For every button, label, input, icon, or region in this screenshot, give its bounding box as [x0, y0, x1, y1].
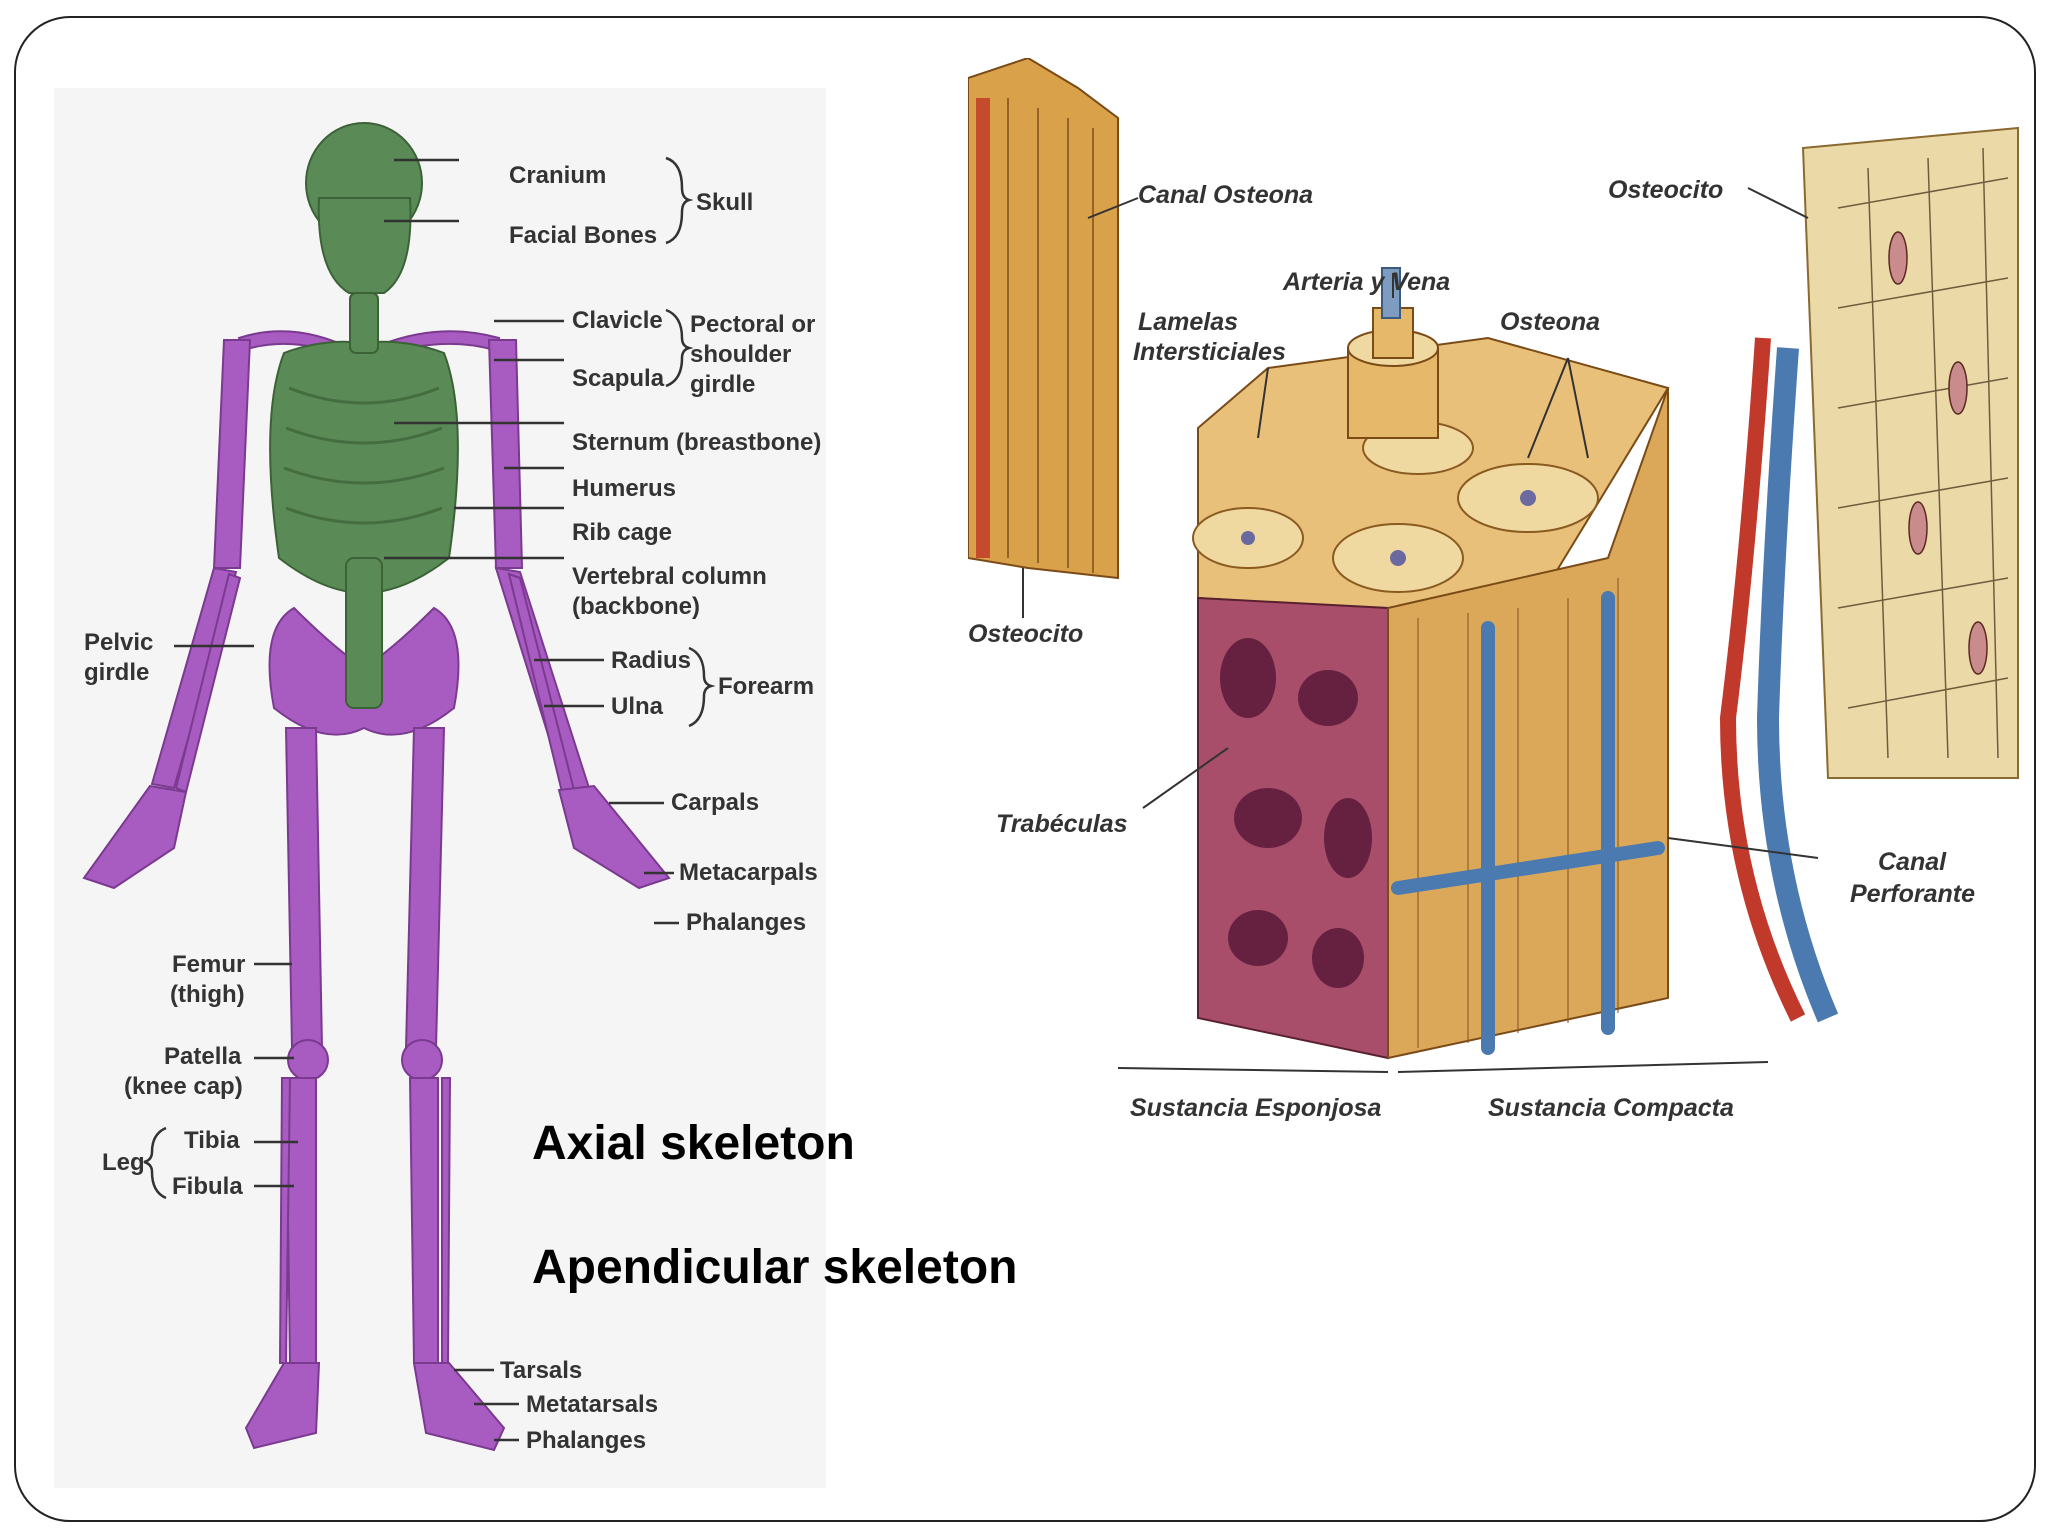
label-pectoral-1: Pectoral or [690, 311, 815, 338]
label-metatarsals: Metatarsals [526, 1391, 658, 1418]
label-sustancia-esponjosa: Sustancia Esponjosa [1130, 1094, 1382, 1122]
caption-axial-skeleton: Axial skeleton [532, 1117, 855, 1170]
label-phalanges-hand: Phalanges [686, 909, 806, 936]
label-canal-perforante-1: Canal [1878, 848, 1947, 876]
label-clavicle: Clavicle [572, 307, 663, 334]
label-facial-bones: Facial Bones [509, 222, 657, 249]
label-osteocito-left: Osteocito [968, 620, 1083, 648]
label-patella-2: (knee cap) [124, 1073, 243, 1100]
label-humerus: Humerus [572, 475, 676, 502]
label-femur-2: (thigh) [170, 981, 245, 1008]
label-vertebral-2: (backbone) [572, 593, 700, 620]
label-pelvic-1: Pelvic [84, 629, 153, 656]
label-canal-perforante-2: Perforante [1850, 880, 1975, 908]
label-osteocito-top: Osteocito [1608, 176, 1723, 204]
label-rib-cage: Rib cage [572, 519, 672, 546]
label-scapula: Scapula [572, 365, 665, 392]
label-lamelas-1: Lamelas [1138, 308, 1238, 336]
label-tibia: Tibia [184, 1127, 240, 1154]
label-arteria-vena: Arteria y Vena [1282, 268, 1450, 296]
axial-bones [269, 122, 459, 709]
label-metacarpals: Metacarpals [679, 859, 818, 886]
label-ulna: Ulna [611, 693, 664, 720]
label-fibula: Fibula [172, 1173, 243, 1200]
label-pectoral-3: girdle [690, 371, 755, 398]
label-osteona: Osteona [1500, 308, 1600, 336]
label-cranium: Cranium [509, 162, 606, 189]
label-femur-1: Femur [172, 951, 245, 978]
label-radius: Radius [611, 647, 691, 674]
bone-structure-diagram: Canal Osteona Osteocito Arteria y Vena L… [967, 56, 2023, 1148]
label-forearm: Forearm [718, 673, 814, 700]
skeleton-diagram: Cranium Facial Bones Skull Clavicle Scap… [54, 88, 826, 1488]
caption-apendicular-skeleton: Apendicular skeleton [532, 1241, 1018, 1294]
label-leg: Leg [102, 1149, 145, 1176]
label-canal-osteona: Canal Osteona [1138, 181, 1313, 209]
slide: Cranium Facial Bones Skull Clavicle Scap… [14, 16, 2036, 1522]
label-pelvic-2: girdle [84, 659, 149, 686]
label-patella-1: Patella [164, 1043, 242, 1070]
label-pectoral-2: shoulder [690, 341, 791, 368]
label-vertebral-1: Vertebral column [572, 563, 767, 590]
label-tarsals: Tarsals [500, 1357, 582, 1384]
label-trabeculas: Trabéculas [996, 810, 1128, 838]
label-lamelas-2: Intersticiales [1133, 338, 1286, 366]
appendicular-bones [82, 330, 671, 1452]
label-carpals: Carpals [671, 789, 759, 816]
label-sustancia-compacta: Sustancia Compacta [1488, 1094, 1734, 1122]
label-phalanges-foot: Phalanges [526, 1427, 646, 1454]
label-sternum: Sternum (breastbone) [572, 429, 821, 456]
label-skull: Skull [696, 189, 753, 216]
